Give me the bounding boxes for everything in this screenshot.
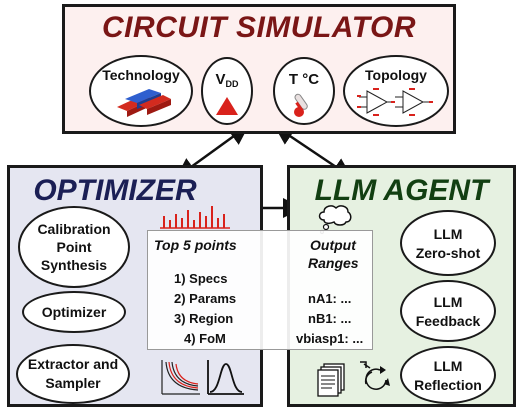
llm-agent-panel: LLM AGENT LLM Zero-shot LLM Feedback LLM…: [287, 165, 516, 407]
topology-label: Topology: [365, 67, 427, 83]
feedback-line-1: LLM: [433, 294, 463, 310]
top-point-item: 4) FoM: [184, 331, 226, 346]
extractor-line-2: Sampler: [45, 375, 101, 391]
vdd-node: VDD: [201, 57, 253, 125]
technology-node: Technology: [89, 55, 193, 127]
calibration-line-2: Point: [56, 239, 92, 255]
circuit-simulator-panel: CIRCUIT SIMULATOR Technology VDD T °C To…: [62, 4, 456, 134]
calibration-line-1: Calibration: [37, 221, 111, 237]
transistor-3d-icon: [117, 89, 171, 117]
extractor-line-1: Extractor and: [27, 356, 119, 372]
zero-shot-line-1: LLM: [433, 226, 463, 242]
output-ranges-heading-line-2: Ranges: [308, 255, 359, 271]
output-range-item: nB1: ...: [308, 311, 352, 326]
temperature-label: T °C: [288, 71, 320, 88]
llm-reflection-node: LLM Reflection: [400, 346, 496, 404]
llm-agent-title: LLM AGENT: [314, 174, 489, 207]
topology-node: Topology: [343, 55, 449, 127]
technology-label: Technology: [102, 67, 180, 83]
thermometer-icon: [294, 93, 308, 117]
document-icon: [317, 363, 345, 397]
triangle-icon: [216, 97, 238, 115]
output-range-item: vbiasp1: ...: [296, 331, 364, 346]
reflection-line-2: Reflection: [414, 377, 482, 393]
optimizer-title: OPTIMIZER: [33, 174, 197, 207]
thought-bubble-icon: [318, 205, 352, 235]
llm-feedback-node: LLM Feedback: [400, 280, 496, 342]
refresh-cycle-icon: [360, 361, 390, 390]
top-point-item: 1) Specs: [174, 271, 228, 286]
output-ranges-heading-line-1: Output: [310, 237, 356, 253]
simulator-title: CIRCUIT SIMULATOR: [101, 11, 417, 44]
opamp-schematic-icon: [357, 88, 433, 116]
decay-curves-icon: [161, 360, 200, 395]
spectrum-icon: [160, 206, 230, 229]
llm-zero-shot-node: LLM Zero-shot: [400, 210, 496, 276]
top-point-item: 3) Region: [174, 311, 234, 326]
bell-curve-icon: [207, 360, 244, 395]
top-point-item: 2) Params: [174, 291, 237, 306]
shared-data-card: Top 5 points 1) Specs 2) Params 3) Regio…: [147, 230, 373, 350]
optimizer-panel: OPTIMIZER Calibration Point Synthesis Op…: [7, 165, 263, 407]
top-points-heading: Top 5 points: [154, 237, 237, 253]
extractor-node: Extractor and Sampler: [16, 344, 130, 404]
optimizer-node: Optimizer: [22, 291, 126, 333]
temperature-node: T °C: [273, 57, 335, 125]
zero-shot-line-2: Zero-shot: [415, 245, 481, 261]
output-range-item: nA1: ...: [308, 291, 352, 306]
feedback-line-2: Feedback: [415, 313, 481, 329]
vdd-label: VDD: [215, 71, 239, 89]
reflection-line-1: LLM: [433, 358, 463, 374]
optimizer-node-label: Optimizer: [41, 304, 107, 320]
calibration-line-3: Synthesis: [40, 257, 108, 273]
calibration-node: Calibration Point Synthesis: [18, 206, 130, 288]
